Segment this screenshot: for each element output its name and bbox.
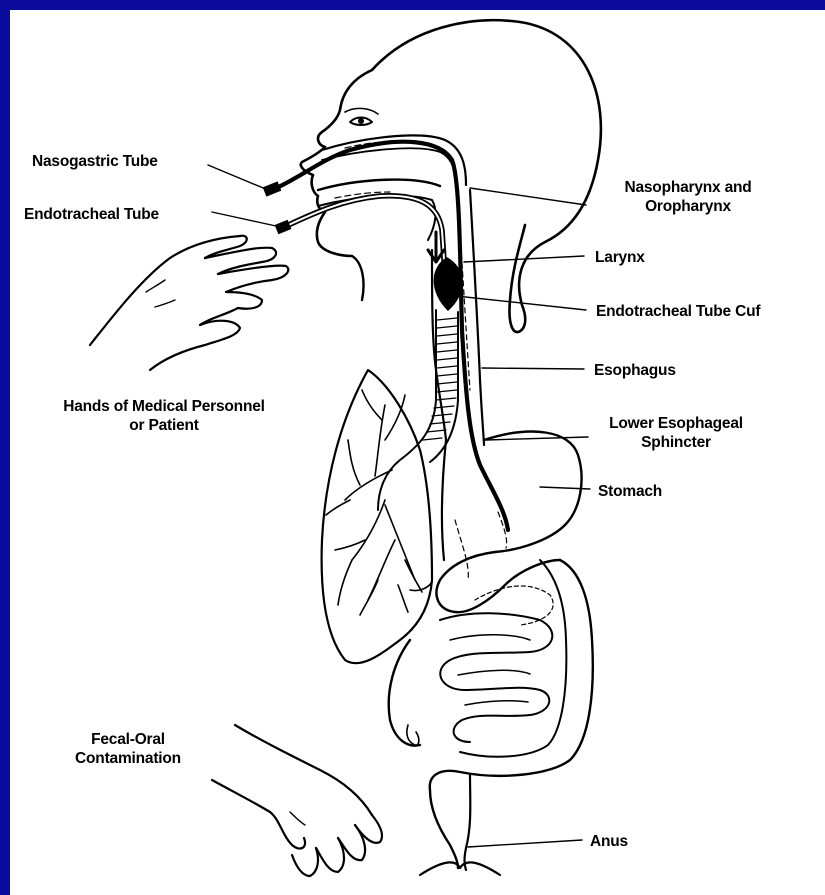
large-intestine <box>389 560 593 790</box>
hand-lower <box>212 725 382 876</box>
label-nasopharynx-oropharynx: Nasopharynx and Oropharynx <box>593 178 783 216</box>
stomach <box>436 432 581 613</box>
label-larynx: Larynx <box>595 248 645 267</box>
label-hands: Hands of Medical Personnel or Patient <box>14 397 314 435</box>
label-lower-esophageal-sphincter: Lower Esophageal Sphincter <box>588 414 764 452</box>
face-profile <box>301 70 372 256</box>
label-nasopharynx-line1: Nasopharynx and <box>593 178 783 197</box>
esophagus-right-wall <box>470 190 484 445</box>
label-fecal-line1: Fecal-Oral <box>28 730 228 749</box>
label-fecal-line2: Contamination <box>28 749 228 768</box>
neck <box>352 256 364 300</box>
appendix <box>407 725 419 745</box>
label-stomach: Stomach <box>598 482 662 501</box>
diagram-canvas: Nasogastric Tube Endotracheal Tube Nasop… <box>10 10 825 895</box>
label-endotracheal-tube: Endotracheal Tube <box>24 205 159 224</box>
label-nasopharynx-line2: Oropharynx <box>593 197 783 216</box>
label-hands-line1: Hands of Medical Personnel <box>14 397 314 416</box>
buttocks <box>420 862 500 875</box>
label-les-line1: Lower Esophageal <box>588 414 764 433</box>
rectum <box>430 790 458 868</box>
label-endotracheal-tube-cuff: Endotracheal Tube Cuf <box>596 302 760 321</box>
endotracheal-cuff <box>434 258 461 310</box>
label-les-line2: Sphincter <box>588 433 764 452</box>
head-outline <box>372 20 601 332</box>
hand-upper <box>90 236 288 370</box>
trachea-rings <box>423 318 457 440</box>
label-fecal-oral-contamination: Fecal-Oral Contamination <box>28 730 228 768</box>
label-anus: Anus <box>590 832 628 851</box>
palate <box>318 180 440 190</box>
label-hands-line2: or Patient <box>14 416 314 435</box>
small-intestine <box>440 613 552 742</box>
trachea <box>378 310 436 510</box>
label-esophagus: Esophagus <box>594 361 676 380</box>
label-nasogastric-tube: Nasogastric Tube <box>32 152 158 171</box>
